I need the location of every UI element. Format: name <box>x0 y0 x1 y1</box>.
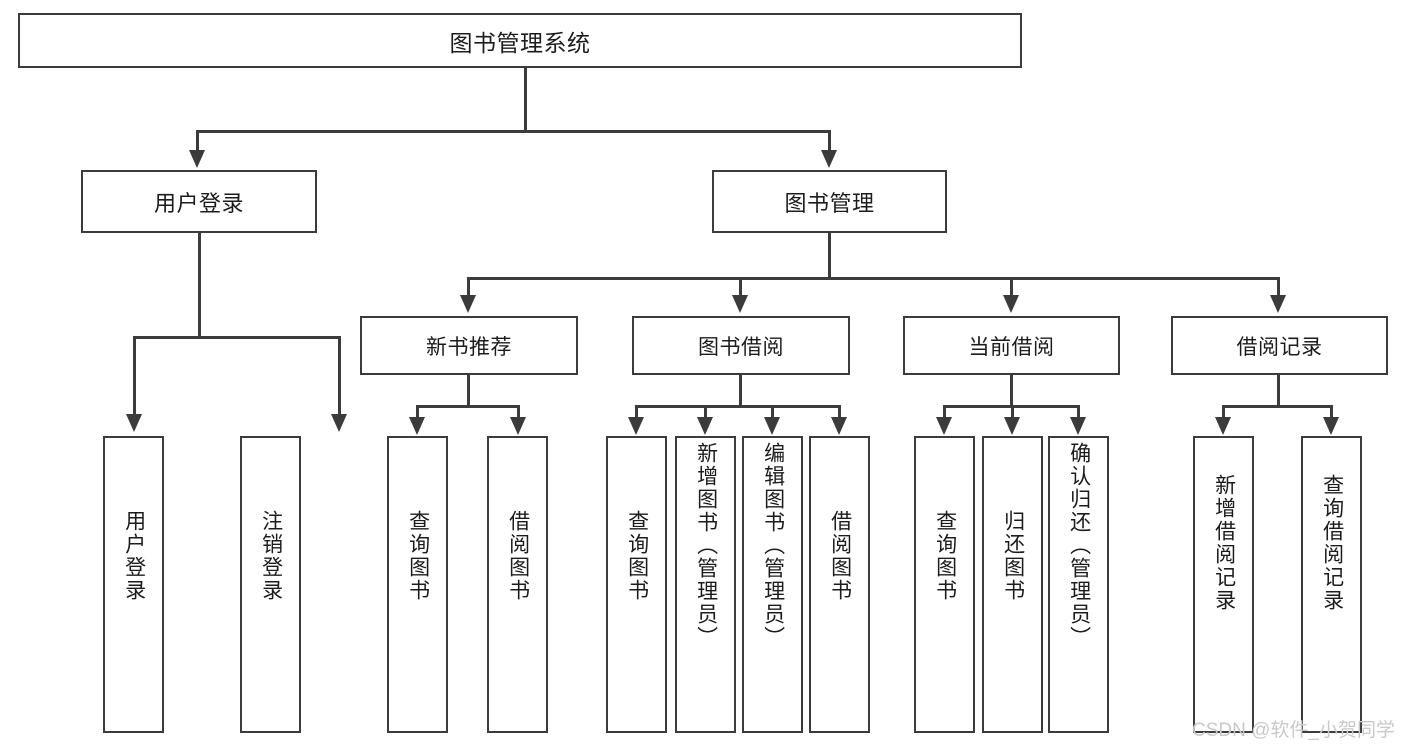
connector-drop-new-books <box>467 277 470 297</box>
connector-drop-user-login <box>196 130 199 152</box>
node-label: 编辑图书（管理员） <box>761 442 785 649</box>
node-label: 查询图书 <box>406 510 430 602</box>
arrow-leaf-5 <box>697 417 713 435</box>
leaf-confirm-return-admin[interactable]: 确认归还（管理员） <box>1048 436 1109 733</box>
connector-currentborrow-stem <box>1010 375 1013 407</box>
connector-root-stem <box>524 68 527 132</box>
node-label: 当前借阅 <box>968 335 1055 359</box>
connector-newbooks-stem <box>467 375 470 407</box>
connector-drop-leaf-4 <box>635 405 638 419</box>
node-label: 借阅记录 <box>1236 335 1323 359</box>
node-label: 新增借阅记录 <box>1212 474 1236 612</box>
arrow-leaf-0 <box>126 414 142 432</box>
arrow-borrow-records <box>1270 295 1286 313</box>
leaf-logout[interactable]: 注销登录 <box>240 436 301 733</box>
arrow-leaf-7 <box>831 417 847 435</box>
node-label: 查询借阅记录 <box>1320 474 1344 612</box>
connector-drop-book-borrow <box>739 277 742 297</box>
leaf-user-login[interactable]: 用户登录 <box>103 436 164 733</box>
leaf-borrow-books-newbooks[interactable]: 借阅图书 <box>487 436 548 733</box>
connector-userlogin-stem <box>198 233 201 338</box>
node-label: 用户登录 <box>122 510 146 602</box>
connector-drop-current-borrow <box>1010 277 1013 297</box>
connector-drop-leaf-12 <box>1330 405 1333 419</box>
connector-borrowrecords-stem <box>1277 375 1280 407</box>
node-label: 归还图书 <box>1001 510 1025 602</box>
leaf-query-books-newbooks[interactable]: 查询图书 <box>387 436 448 733</box>
arrow-leaf-10 <box>1070 417 1086 435</box>
arrow-leaf-4 <box>628 417 644 435</box>
leaf-return-books[interactable]: 归还图书 <box>982 436 1043 733</box>
connector-bookmgmt-bus <box>467 277 1279 280</box>
arrow-leaf-1 <box>331 414 347 432</box>
leaf-query-books-borrow[interactable]: 查询图书 <box>606 436 667 733</box>
arrow-leaf-8 <box>936 417 952 435</box>
arrow-leaf-2 <box>409 417 425 435</box>
connector-drop-book-manage <box>828 130 831 152</box>
leaf-query-books-current[interactable]: 查询图书 <box>914 436 975 733</box>
node-book-management[interactable]: 图书管理 <box>712 170 947 233</box>
arrow-new-books <box>460 295 476 313</box>
node-current-borrow[interactable]: 当前借阅 <box>903 316 1120 375</box>
node-label: 借阅图书 <box>828 510 852 602</box>
node-borrow-records[interactable]: 借阅记录 <box>1171 316 1388 375</box>
connector-drop-leaf-8 <box>943 405 946 419</box>
node-label: 新书推荐 <box>426 335 512 359</box>
arrow-leaf-6 <box>764 417 780 435</box>
node-book-borrow[interactable]: 图书借阅 <box>632 316 850 375</box>
node-label: 图书管理系统 <box>449 29 591 56</box>
node-user-login[interactable]: 用户登录 <box>81 170 317 233</box>
leaf-query-borrow-record[interactable]: 查询借阅记录 <box>1301 436 1362 733</box>
arrow-book-manage <box>821 150 837 168</box>
node-root-system[interactable]: 图书管理系统 <box>18 13 1022 68</box>
connector-drop-leaf-3 <box>517 405 520 419</box>
node-label: 用户登录 <box>153 190 244 216</box>
node-new-book-recommend[interactable]: 新书推荐 <box>360 316 578 375</box>
node-label: 查询图书 <box>625 510 649 602</box>
connector-newbooks-bus <box>416 405 520 408</box>
connector-bookborrow-bus <box>635 405 841 408</box>
leaf-add-book-admin[interactable]: 新增图书（管理员） <box>675 436 736 733</box>
connector-drop-leaf-1 <box>338 336 341 416</box>
leaf-borrow-books-borrow[interactable]: 借阅图书 <box>809 436 870 733</box>
node-label: 查询图书 <box>933 510 957 602</box>
connector-drop-leaf-2 <box>416 405 419 419</box>
node-label: 借阅图书 <box>506 510 530 602</box>
arrow-leaf-12 <box>1323 417 1339 435</box>
connector-drop-leaf-11 <box>1222 405 1225 419</box>
node-label: 图书借阅 <box>698 335 784 359</box>
node-label: 确认归还（管理员） <box>1067 442 1091 649</box>
connector-bookborrow-stem <box>739 375 742 407</box>
connector-drop-leaf-7 <box>838 405 841 419</box>
arrow-current-borrow <box>1003 295 1019 313</box>
connector-userlogin-bus <box>133 336 341 339</box>
node-label: 新增图书（管理员） <box>694 442 718 649</box>
arrow-leaf-3 <box>510 417 526 435</box>
connector-drop-leaf-0 <box>133 336 136 416</box>
connector-drop-borrow-records <box>1277 277 1280 297</box>
arrow-leaf-11 <box>1215 417 1231 435</box>
connector-drop-leaf-9 <box>1011 405 1014 419</box>
arrow-user-login <box>189 150 205 168</box>
arrow-book-borrow <box>732 295 748 313</box>
leaf-add-borrow-record[interactable]: 新增借阅记录 <box>1193 436 1254 733</box>
connector-bookmgmt-stem <box>828 233 831 279</box>
connector-borrowrecords-bus <box>1222 405 1333 408</box>
arrow-leaf-9 <box>1004 417 1020 435</box>
leaf-edit-book-admin[interactable]: 编辑图书（管理员） <box>742 436 803 733</box>
connector-drop-leaf-6 <box>771 405 774 419</box>
node-label: 注销登录 <box>259 510 283 602</box>
connector-drop-leaf-5 <box>704 405 707 419</box>
node-label: 图书管理 <box>784 190 875 216</box>
connector-drop-leaf-10 <box>1077 405 1080 419</box>
connector-root-bus <box>196 130 831 133</box>
